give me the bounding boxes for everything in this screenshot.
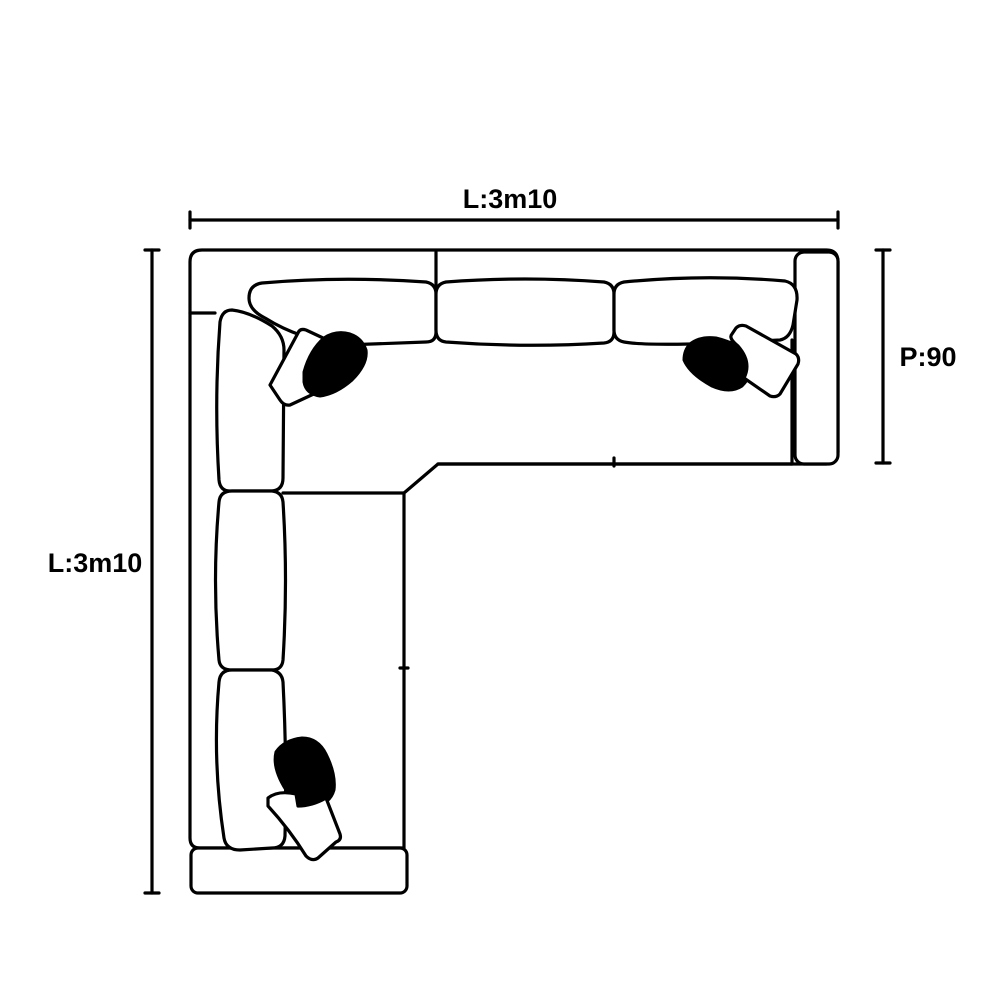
bottom-armrest [189,846,409,895]
back-cushion-top-3 [612,276,799,346]
back-cushion-left-2 [213,489,288,672]
dimension-depth: P:90 [874,248,957,465]
back-cushion-top-1 [247,277,438,347]
dimension-left: L:3m10 [48,248,161,895]
pillow-dark-top-right [682,336,753,392]
depth-label: P:90 [899,342,956,372]
pillow-white-bottom-left [266,791,343,862]
pillow-dark-top-left [302,331,368,398]
pillow-white-top-right [729,323,801,399]
back-cushion-left-1 [215,308,286,493]
pillow-dark-bottom-left [273,736,336,808]
right-armrest [793,250,840,466]
back-cushion-top-2 [434,277,616,347]
dimension-top: L:3m10 [188,184,840,230]
top-width-label: L:3m10 [463,184,558,214]
left-length-label: L:3m10 [48,548,143,578]
